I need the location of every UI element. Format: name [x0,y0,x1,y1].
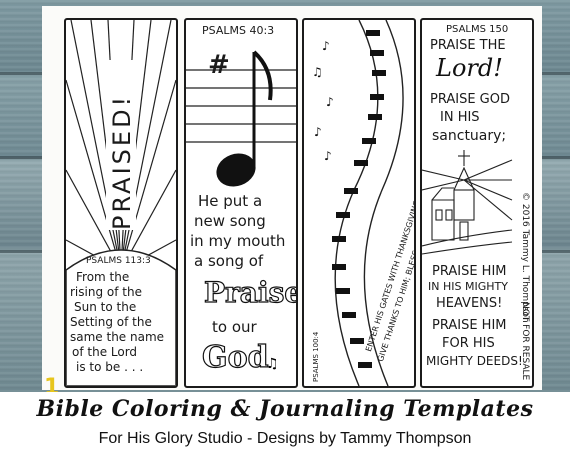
piano-keys-illustration: ♪ ♫ ♪ ♪ ♪ [312,20,404,386]
sunburst-rays [66,20,176,386]
verse-line: of the Lord [72,345,138,359]
svg-text:♪: ♪ [322,39,330,53]
lord-word: Lord! [436,54,503,82]
verse-reference: PSALMS 100:4 [312,331,320,382]
praise-line: MIGHTY DEEDS! [426,354,523,368]
praise-line: PRAISE HIM [432,318,507,333]
verse-reference: PSALMS 40:3 [202,24,275,37]
svg-text:♪: ♪ [326,95,334,109]
svg-text:♪: ♪ [324,149,332,163]
lyric-line: in my mouth [190,232,286,250]
verse-line: rising of the [70,285,142,299]
verse-line: same the name [70,330,165,344]
svg-text:♫: ♫ [312,65,323,79]
praise-line: PRAISE HIM [432,264,507,279]
verse-line: is to be . . . [76,360,144,374]
lyric-line: to our [212,318,257,336]
music-notes-icon: ♫ [266,356,279,372]
praise-line: HEAVENS! [436,296,503,311]
praise-line: PRAISE THE [430,38,506,53]
praise-line: PRAISE GOD [430,92,510,107]
verse-line: Setting of the [70,315,152,329]
praise-outline-word: Praise [203,275,298,309]
bookmark-praised: PRAISED! PSALMS 113:3 From the rising of… [64,18,178,388]
verse-line: From the [76,270,130,284]
music-staff [186,50,296,187]
svg-text:♪: ♪ [314,125,322,139]
caption-banner: Bible Coloring & Journaling Templates Fo… [0,392,570,456]
sharp-symbol: # [208,50,230,80]
paper-sheet: PRAISED! PSALMS 113:3 From the rising of… [42,6,542,390]
praise-line: IN HIS [440,110,480,125]
not-for-resale-label: NOT FOR RESALE [520,302,530,381]
verse-line: Sun to the [74,300,137,314]
caption-subtitle: For His Glory Studio - Designs by Tammy … [98,430,472,447]
bookmark-piano: ♪ ♫ ♪ ♪ ♪ ENTER HIS GATES WITH THANKSGIV… [302,18,416,388]
caption-title: Bible Coloring & Journaling Templates [36,396,534,422]
verse-reference: PSALMS 150 [446,24,509,35]
god-outline-word: God [201,339,269,375]
verse-reference: PSALMS 113:3 [86,256,151,266]
lyric-line: He put a [198,192,263,210]
church-illustration [422,150,513,255]
lyric-line: a song of [194,252,264,270]
praise-line: IN HIS MIGHTY [428,280,508,293]
praise-line: sanctuary; [432,128,507,144]
praised-word: PRAISED! [108,93,136,230]
bookmark-new-song: PSALMS 40:3 # He put a new song in my mo… [184,18,298,388]
lyric-line: new song [194,212,266,230]
praise-line: FOR HIS [442,336,495,351]
bookmark-psalms-150: PSALMS 150 PRAISE THE Lord! PRAISE GOD I… [420,18,534,388]
